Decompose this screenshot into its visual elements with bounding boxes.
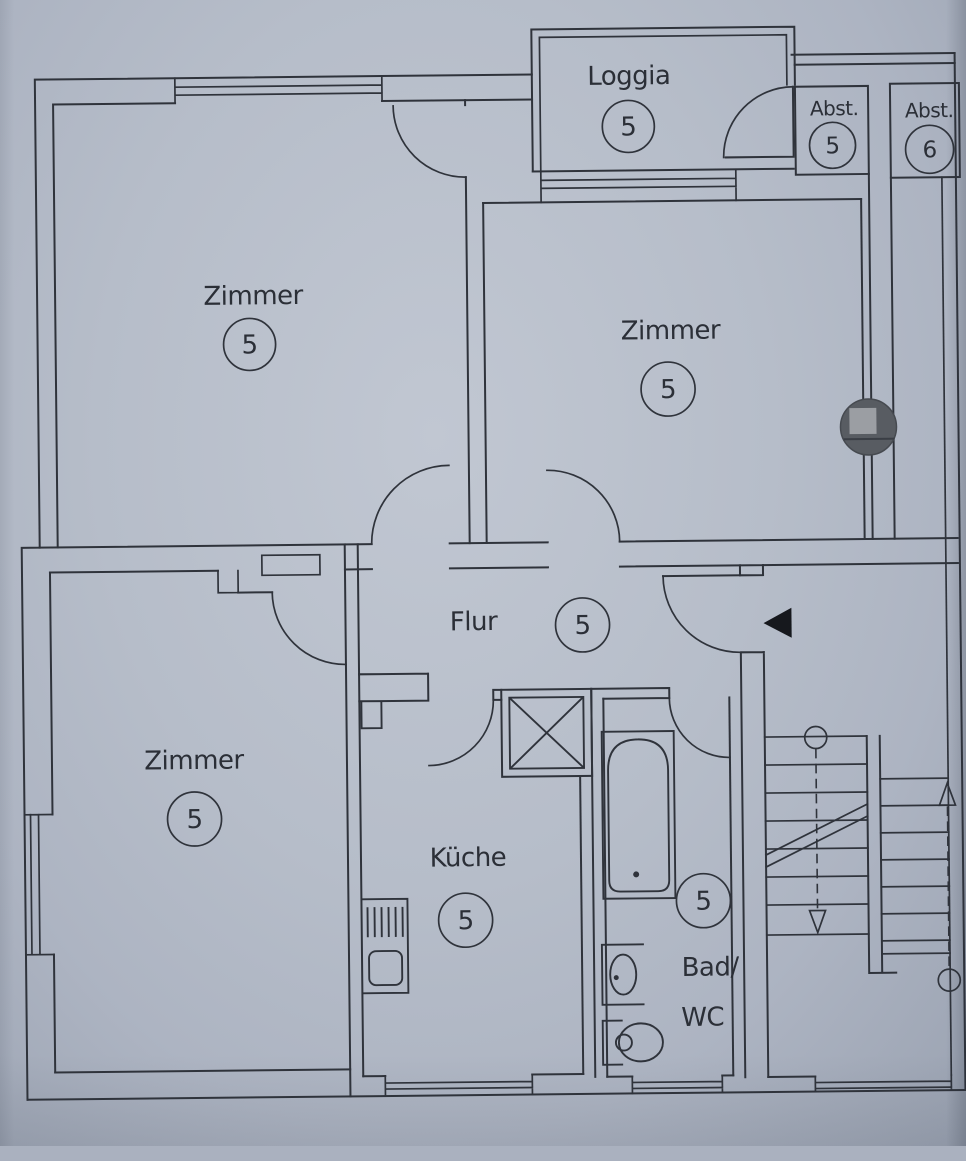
wall-stairwell-west: [740, 565, 768, 1077]
door-arc-bath: [669, 697, 730, 758]
bathtub: [602, 731, 676, 899]
bad-label-line2: WC: [681, 1003, 724, 1033]
hole-punch-line: [844, 439, 895, 440]
wall-flur-north-inner: [50, 563, 958, 573]
shaft-symbol: [501, 689, 592, 777]
kitchen-sink: [361, 899, 408, 993]
walls: [16, 25, 966, 1100]
hole-punch: [840, 399, 897, 456]
wall-bath-east-inner: [729, 697, 733, 1075]
room-bad-wc: 5 Bad/ WC: [676, 873, 740, 1033]
stair-down-arrow: [810, 910, 826, 932]
wall-inner-top-left-room: [53, 99, 537, 547]
loggia-number: 5: [620, 112, 636, 142]
door-arc-kitchen: [428, 700, 494, 766]
zimmer-tl-number: 5: [241, 330, 257, 360]
door-arc-zimmer-right: [547, 470, 620, 543]
wall-outer-left-top: [17, 74, 543, 1099]
abst6-number: 6: [922, 137, 936, 163]
wall-duct-square-zimmer: [218, 571, 238, 593]
door-leaf-entrance: [663, 575, 740, 576]
window-loggia: [541, 169, 736, 202]
wall-between-upper-rooms: [465, 100, 487, 543]
wall-bath-bottom-inner: [607, 1075, 733, 1076]
wall-kitchen-door-jamb: [493, 690, 501, 700]
room-labels: Loggia 5 Abst. 5 Abst. 6 Zimmer 5 Zimmer…: [137, 58, 963, 1038]
sink-basin: [369, 951, 402, 985]
window-stairwell: [815, 1075, 951, 1091]
staircase: [765, 725, 961, 993]
stair-up-arrow: [939, 783, 955, 805]
wall-lower-room-east: [345, 544, 364, 1096]
kitchen-duct-square: [361, 701, 381, 728]
abst5-label: Abst.: [810, 96, 859, 121]
room-zimmer-right: Zimmer 5: [621, 315, 722, 416]
wash-basin: [602, 944, 645, 1004]
room-zimmer-top-left: Zimmer 5: [203, 281, 304, 371]
door-arc-zimmer-bottom-left: [272, 591, 346, 665]
stair-newel-circle-left: [805, 726, 827, 748]
entrance-arrow-icon: [763, 608, 791, 638]
flur-label: Flur: [450, 607, 498, 638]
door-arc-loggia: [393, 105, 466, 178]
loggia-label: Loggia: [587, 61, 670, 92]
wall-bath-top: [591, 688, 669, 699]
wall-lower-room-west-inner: [50, 573, 55, 1073]
wall-right-room-top: [483, 168, 861, 203]
zimmer-r-label: Zimmer: [621, 315, 721, 346]
stair-newel-circle-right: [938, 969, 960, 991]
radiator-symbol: [262, 555, 320, 576]
fixtures: [359, 688, 677, 1067]
zimmer-bl-number: 5: [186, 805, 202, 835]
kueche-label: Küche: [430, 843, 507, 874]
room-kueche: Küche 5: [430, 843, 508, 948]
wall-kitchen-bottom-inner: [363, 1074, 583, 1076]
flur-number: 5: [574, 611, 590, 641]
room-abst-6: Abst. 6: [905, 98, 954, 174]
hole-punch-highlight: [849, 408, 876, 434]
wall-lower-room-bottom-inner: [55, 1069, 350, 1072]
room-flur: Flur 5: [450, 598, 610, 654]
bad-number: 5: [695, 887, 711, 917]
wall-kitchen-east: [580, 776, 583, 1074]
wall-right-room-east: [861, 199, 865, 539]
door-arc-zimmer-top-left: [371, 465, 450, 544]
wall-stub-below-abst: [725, 87, 794, 158]
zimmer-tl-label: Zimmer: [203, 281, 303, 312]
room-abst-5: Abst. 5: [809, 96, 859, 169]
wall-loggia-outer: [531, 27, 795, 172]
wall-party-right: [869, 174, 895, 539]
wall-loggia-inner: [539, 35, 787, 172]
zimmer-bl-label: Zimmer: [144, 746, 244, 777]
wall-outer-bottom: [27, 1090, 965, 1100]
door-arc-entrance: [663, 575, 741, 653]
abst6-label: Abst.: [905, 98, 954, 123]
wall-outer-top-right: [792, 53, 955, 65]
kueche-number: 5: [457, 906, 473, 936]
window-lower-room-west: [25, 815, 54, 955]
wall-kitchen-top: [359, 674, 428, 702]
toilet: [603, 1020, 663, 1065]
wall-flur-north-outer: [40, 538, 958, 548]
window-top-left-room: [175, 76, 382, 103]
wall-outer-right: [955, 53, 966, 1090]
wall-bath-west: [591, 689, 607, 1077]
abst5-number: 5: [825, 133, 839, 159]
room-loggia: Loggia 5: [587, 61, 671, 153]
bad-label-line1: Bad/: [681, 952, 739, 983]
window-kitchen: [385, 1075, 532, 1097]
window-bath: [632, 1076, 722, 1094]
bathtub-drain: [633, 871, 639, 877]
stair-walkline-left: [816, 750, 818, 909]
stair-divider-wall: [867, 736, 896, 973]
drainer-hatch: [367, 907, 402, 937]
door-arc-abst5: [723, 87, 794, 158]
room-zimmer-bottom-left: Zimmer 5: [144, 746, 245, 847]
zimmer-r-number: 5: [660, 375, 676, 405]
